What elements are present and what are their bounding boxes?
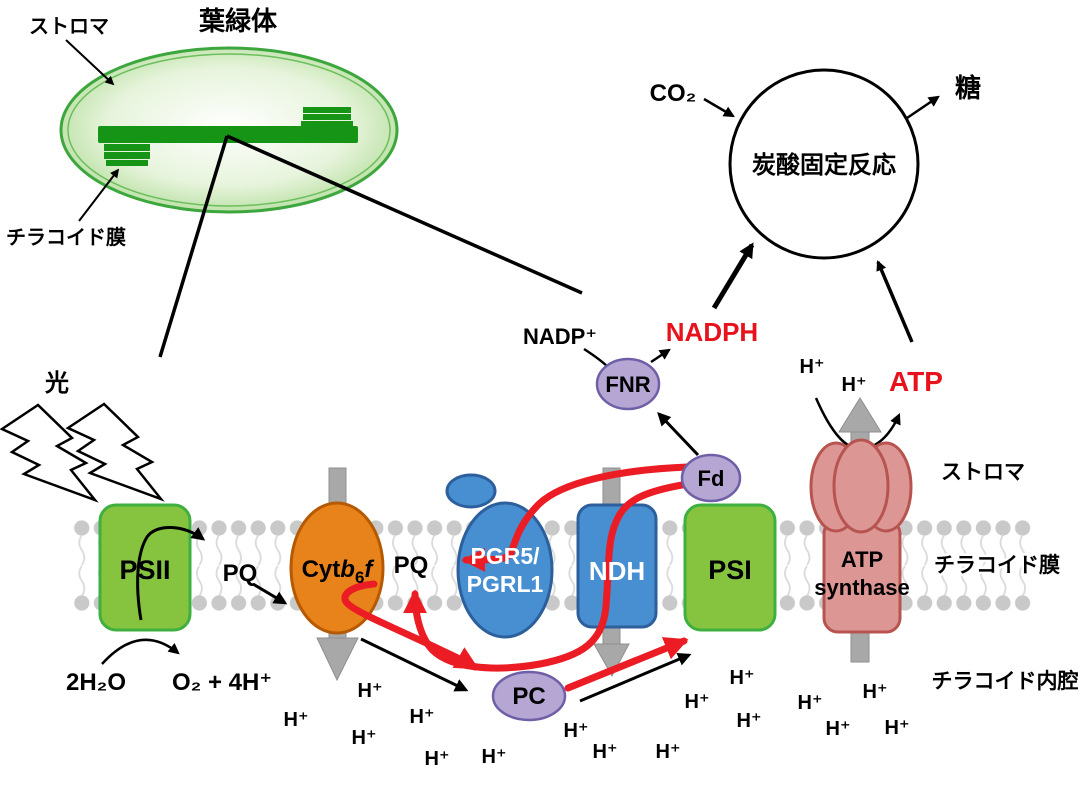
psii-to-pq-arrow [136,525,206,621]
h-plus-label: H⁺ [885,717,910,739]
atp-synthase-head-center [832,438,890,534]
psi-complex [683,503,777,632]
h-plus-label: H⁺ [482,746,507,768]
pc-to-psi-arrow [579,652,692,703]
pgr5-label-line2: PGRL1 [467,571,544,597]
pc-label: PC [512,683,545,710]
zoom-line-left [158,135,229,358]
h-plus-label: H⁺ [798,692,823,714]
fd-carrier [680,453,742,503]
nadph-to-cycle-arrow [711,242,755,310]
zoom-line-right [226,134,583,295]
h-plus-label: H⁺ [730,667,755,689]
oxygen-label: O₂ + 4H⁺ [172,669,272,696]
h-plus-label: H⁺ [593,741,618,763]
chloroplast-title: 葉緑体 [198,6,278,36]
stroma-pointer-arrow [65,39,115,86]
pq-label: PQ [223,560,258,587]
psi-label: PSI [708,555,752,585]
cyclic-electron-flow [341,463,692,692]
h-plus-label: H⁺ [800,356,825,378]
h-plus-label: H⁺ [564,720,589,742]
nadph-production: NADP⁺ NADPH FNR [523,317,758,457]
atp-synthase-label-line2: synthase [814,575,909,600]
h-plus-label: H⁺ [737,710,762,732]
cytb6f-to-pc-red-arrow [341,580,480,671]
h-plus-label: H⁺ [352,727,377,749]
pq-label-2: PQ [394,552,429,579]
water-splitting-arrow [101,638,180,665]
nadp-to-fnr-connector [583,347,610,369]
water-oxidation: 2H₂O O₂ + 4H⁺ [66,669,272,696]
ndh-label: NDH [589,556,645,586]
pgr5-pgrl1-complex [456,501,554,639]
co2-arrow [703,97,735,118]
psii-label: PSII [119,555,170,585]
light-input: 光 [0,370,165,503]
h-plus-label: H⁺ [863,681,888,703]
lightning-bolt-icon [65,402,165,502]
stroma-region-label: ストロマ [941,461,1025,484]
cytb6f-complex [289,501,385,635]
h-plus-label: H⁺ [685,691,710,713]
atp-synthase-label-line1: ATP [841,547,883,572]
co2-label: CO₂ [650,80,697,107]
lumen-region-label: チラコイド内腔 [932,669,1079,693]
h-plus-label: H⁺ [284,709,309,731]
light-label: 光 [44,370,69,397]
h-plus-label: H⁺ [842,374,867,396]
h-plus-label: H⁺ [656,741,681,763]
atp-production: H⁺ H⁺ ATP [800,356,943,451]
fnr-enzyme [595,357,661,411]
complex-labels: PSII PQ Cytb6f PQ PGR5/ PGRL1 NDH PSI AT… [119,543,909,600]
thylakoid-pointer-arrow [78,168,120,222]
stroma-label-top: ストロマ [29,16,109,38]
thylakoid-stacks [98,107,358,166]
fnr-label: FNR [605,372,650,397]
region-labels: ストロマ チラコイド膜 チラコイド内腔 [932,461,1079,693]
sugar-label: 糖 [955,73,981,103]
pgr5-label-line1: PGR5/ [470,543,540,569]
psii-complex [98,503,192,632]
water-label: 2H₂O [66,669,126,696]
thylakoid-membrane-label-top: チラコイド膜 [6,225,126,249]
lumen-protons: H⁺ H⁺ H⁺ H⁺ H⁺ H⁺ H⁺ H⁺ H⁺ H⁺ H⁺ H⁺ H⁺ H… [284,667,910,770]
fd-label: Fd [698,466,725,491]
fnr-to-nadph-arrow [650,348,671,364]
carbon-fixation-label: 炭酸固定反応 [752,151,896,179]
h-plus-label: H⁺ [358,680,383,702]
lightning-bolt-icon [0,403,99,503]
nadp-label: NADP⁺ [523,324,597,349]
chloroplast-overview: 葉緑体 ストロマ チラコイド膜 [6,6,583,358]
atp-to-cycle-arrow [876,260,914,343]
nadph-label: NADPH [666,317,758,347]
chloroplast-inner-outline [67,53,391,207]
carbon-fixation-circle [728,68,920,260]
pc-carrier [491,670,567,722]
thylakoid-membrane-region-label: チラコイド膜 [934,553,1060,577]
cytb6f-to-pc-arrow [360,637,469,692]
h-plus-label: H⁺ [826,718,851,740]
fd-pgr5-to-pq-arrow [461,463,691,572]
pq-to-cytb6f-arrow [252,582,288,605]
sugar-arrow [906,95,940,120]
cytb6f-label: Cytb6f [302,556,375,587]
linear-electron-flow [101,525,692,703]
pc-to-psi-red-arrow [564,637,689,692]
carbon-fixation-cycle: 炭酸固定反応 CO₂ 糖 [650,68,981,343]
h-plus-label: H⁺ [410,706,435,728]
h-plus-label: H⁺ [425,748,450,770]
pgr5-small-subunit [445,473,497,509]
fd-to-fnr-arrow [657,412,700,457]
membrane-complexes [98,438,913,639]
ndh-complex [576,503,658,629]
atp-label: ATP [889,366,943,397]
